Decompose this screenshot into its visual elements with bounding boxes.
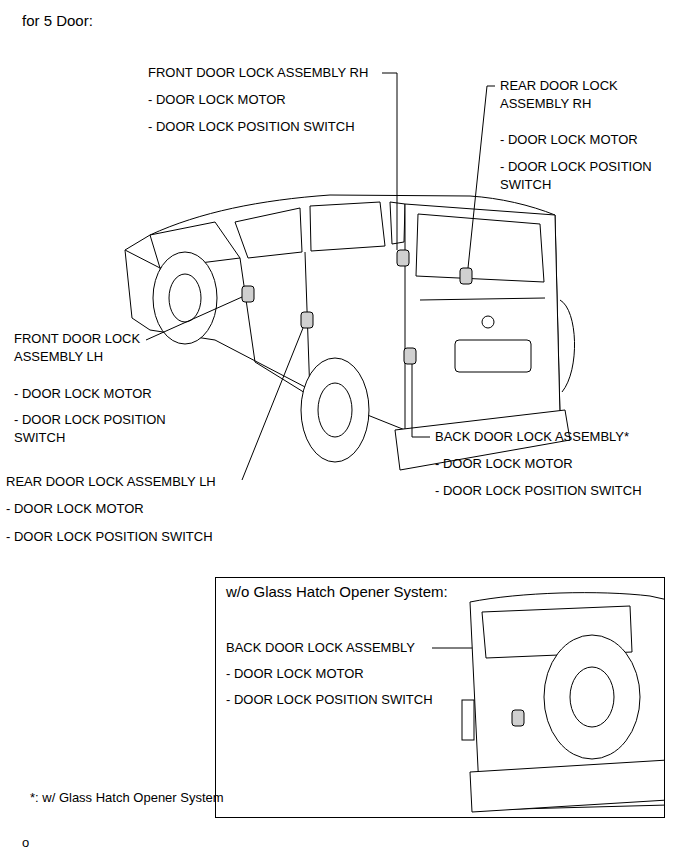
diagram-title: for 5 Door:: [22, 12, 93, 30]
part-label: - DOOR LOCK MOTOR: [14, 385, 152, 403]
part-label: - DOOR LOCK POSITION SWITCH: [148, 118, 355, 136]
part-label: - DOOR LOCK POSITION SWITCH: [14, 411, 184, 447]
part-label: - DOOR LOCK POSITION SWITCH: [6, 528, 213, 546]
part-label: - DOOR LOCK POSITION SWITCH: [226, 691, 433, 709]
part-label: REAR DOOR LOCK ASSEMBLY LH: [6, 473, 216, 491]
part-label: o: [22, 834, 29, 852]
part-label: FRONT DOOR LOCK ASSEMBLY LH: [14, 330, 164, 366]
part-label: BACK DOOR LOCK ASSEMBLY*: [435, 428, 629, 446]
part-label: - DOOR LOCK MOTOR: [500, 131, 638, 149]
part-label: FRONT DOOR LOCK ASSEMBLY RH: [148, 64, 368, 82]
part-label: REAR DOOR LOCK ASSEMBLY RH: [500, 77, 630, 113]
part-label: - DOOR LOCK MOTOR: [435, 455, 573, 473]
part-label: *: w/ Glass Hatch Opener System: [30, 789, 224, 807]
part-label: - DOOR LOCK MOTOR: [148, 91, 286, 109]
inset-panel: w/o Glass Hatch Opener System: BACK DOOR …: [215, 577, 665, 818]
part-label: - DOOR LOCK MOTOR: [6, 500, 144, 518]
part-label: - DOOR LOCK POSITION SWITCH: [500, 158, 670, 194]
part-label: BACK DOOR LOCK ASSEMBLY: [226, 639, 415, 657]
part-label: - DOOR LOCK MOTOR: [226, 665, 364, 683]
panel-heading: w/o Glass Hatch Opener System:: [226, 583, 448, 601]
part-label: - DOOR LOCK POSITION SWITCH: [435, 482, 642, 500]
